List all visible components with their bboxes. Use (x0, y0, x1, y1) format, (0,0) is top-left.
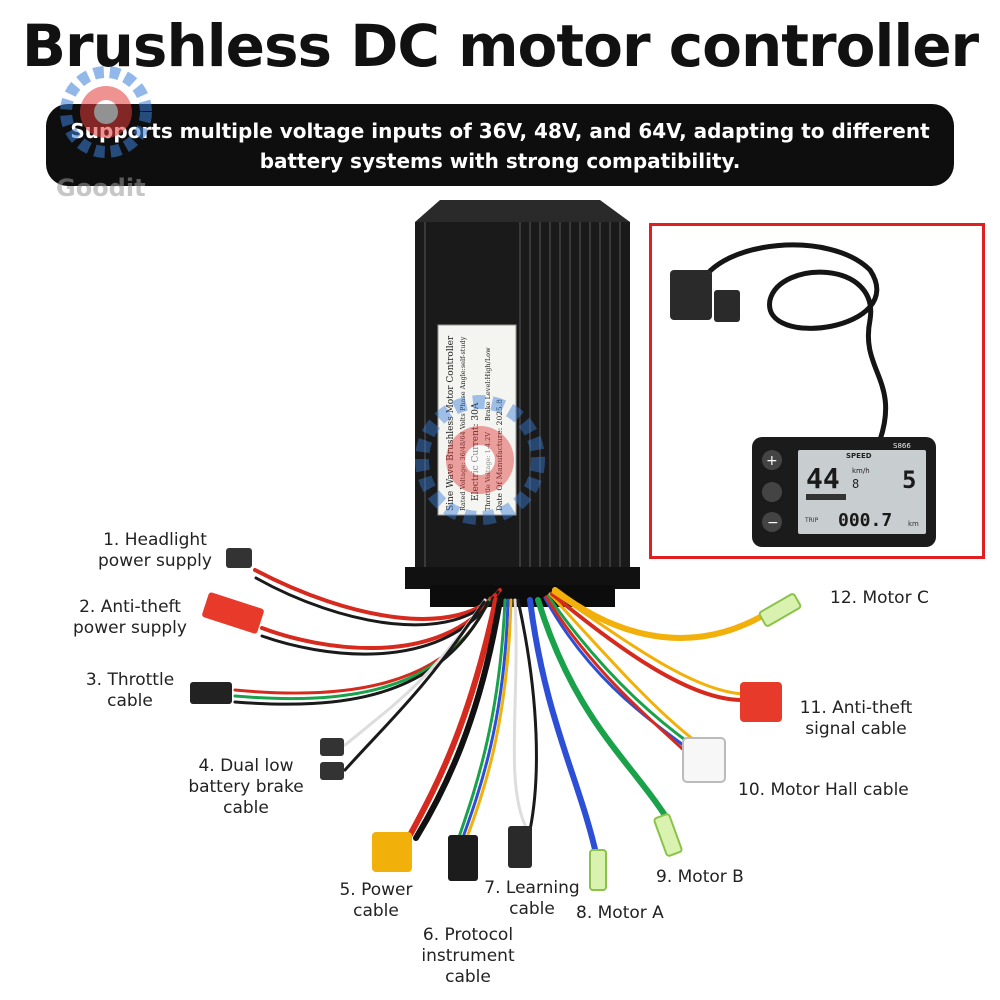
label-learning: 7. Learning cable (484, 878, 580, 919)
label-anti-theft-power: 2. Anti-theft power supply (73, 597, 187, 638)
banner-line-2: battery systems with strong compatibilit… (259, 149, 741, 173)
label-anti-theft-signal: 11. Anti-theft signal cable (799, 698, 913, 739)
connector-motor-a (589, 849, 607, 891)
lcd-display-illustration: + − S866 SPEED 44 km/h 8 5 TRIP 000.7 km (670, 242, 936, 547)
watermark-logo-top: Goodit (56, 66, 152, 202)
label-brake: 4. Dual low battery brake cable (188, 756, 304, 818)
label-line-5: Throttle Voltage: 1-4.2V (484, 432, 492, 511)
label-motor-b: 9. Motor B (656, 867, 744, 887)
label-line-3: Phase Angle:self-study (459, 336, 467, 411)
svg-text:−: − (767, 515, 779, 531)
connector-protocol (448, 835, 478, 881)
label-motor-hall: 10. Motor Hall cable (738, 780, 909, 800)
display-speed-value: 44 (806, 462, 840, 495)
connector-anti-theft-power (202, 592, 264, 634)
label-power: 5. Power cable (339, 880, 413, 921)
label-motor-c: 12. Motor C (830, 588, 929, 608)
controller-label: Sine Wave Brushless Motor Controller Rat… (437, 324, 517, 516)
voltage-banner: Supports multiple voltage inputs of 36V,… (46, 104, 954, 186)
connector-learning (508, 826, 532, 868)
label-throttle: 3. Throttle cable (85, 670, 175, 711)
display-model: S866 (893, 442, 911, 450)
connector-headlight (226, 548, 252, 568)
connector-brake (320, 738, 344, 780)
watermark-logo-center (415, 395, 545, 525)
connector-motor-c (758, 593, 802, 627)
display-inset-frame (649, 223, 985, 559)
display-speed-label: SPEED (846, 452, 872, 460)
display-sub-value: 8 (852, 477, 859, 491)
wire-harness (233, 568, 783, 861)
label-line-4: Electric Current: 30A (471, 402, 481, 501)
display-assist-level: 5 (902, 466, 916, 494)
watermark-text: Goodit (56, 174, 146, 202)
label-motor-a: 8. Motor A (576, 903, 664, 923)
connector-motor-b (653, 813, 683, 857)
svg-text:+: + (766, 453, 778, 469)
label-protocol: 6. Protocol instrument cable (421, 925, 515, 987)
display-trip-unit: km (908, 520, 919, 528)
label-line-6: Brake Level:High/Low (484, 347, 492, 421)
connector-power (372, 832, 412, 872)
connector-throttle (190, 682, 232, 704)
connector-anti-theft-signal (740, 682, 782, 722)
connector-hall (682, 737, 726, 783)
label-line-1: Sine Wave Brushless Motor Controller (446, 335, 456, 511)
label-line-7: Date Of Manufacture: 2025.8 (495, 399, 504, 511)
display-trip-value: 000.7 (838, 510, 892, 531)
banner-line-1: Supports multiple voltage inputs of 36V,… (70, 119, 930, 143)
display-trip-label: TRIP (804, 517, 819, 524)
page-title: Brushless DC motor controller (21, 12, 979, 80)
label-headlight: 1. Headlight power supply (98, 530, 212, 571)
label-line-2: Rated Voltage: 36/48/64 Volts (459, 413, 467, 511)
display-speed-unit: km/h (852, 467, 870, 475)
